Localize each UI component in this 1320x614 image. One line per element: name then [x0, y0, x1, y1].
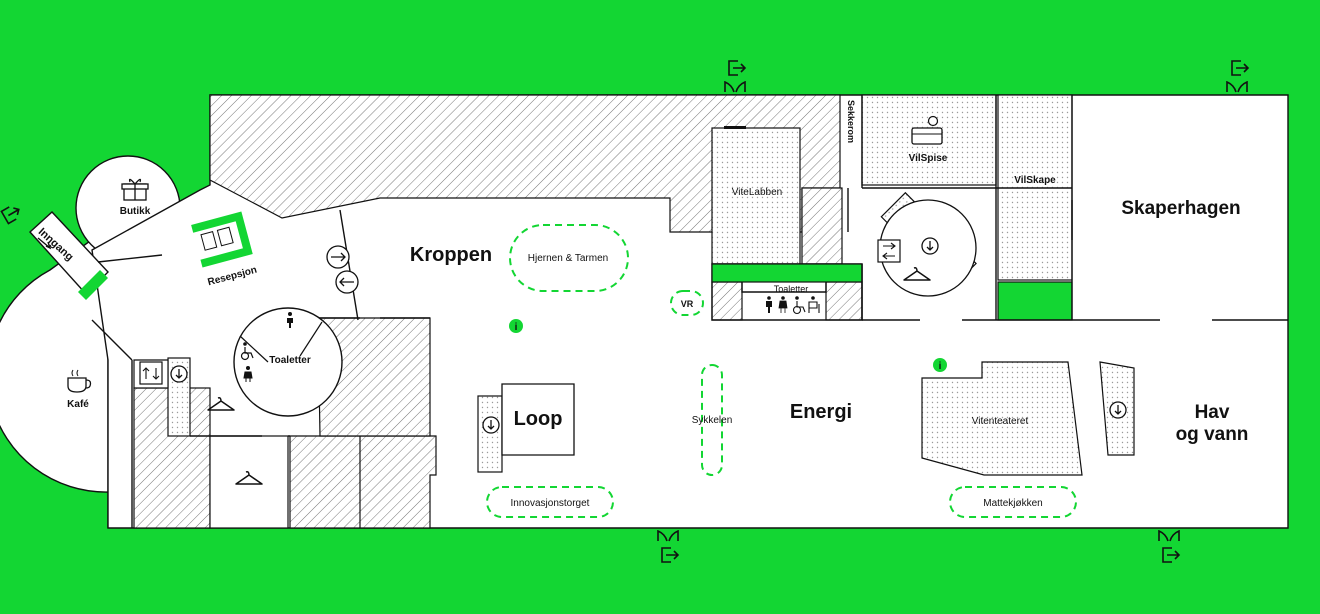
- stairs-down-icon: [482, 416, 500, 434]
- mattekjokken-label: Mattekjøkken: [983, 498, 1042, 509]
- vilskape-label: VilSkape: [1014, 175, 1056, 186]
- kroppen-label: Kroppen: [410, 244, 492, 266]
- vr-zone[interactable]: [670, 290, 704, 316]
- exit-icon: [1158, 530, 1180, 563]
- hav-label: Hav: [1195, 402, 1230, 423]
- kafe-area: [0, 226, 109, 528]
- vitelabben-label: ViteLabben: [732, 187, 782, 198]
- kafe-label: Kafé: [67, 399, 89, 410]
- exit-icon: [1226, 60, 1249, 93]
- vitelabben-room: [711, 127, 801, 265]
- sykkelen-label: Sykkelen: [692, 415, 733, 426]
- sykkelen-zone[interactable]: [701, 364, 723, 476]
- gift-icon: [121, 178, 149, 201]
- loop-room: [501, 383, 575, 456]
- og-vann-label: og vann: [1176, 424, 1249, 445]
- svg-text:i: i: [939, 361, 942, 372]
- stairs-down-icon: [921, 237, 939, 255]
- innovasjonstorget-label: Innovasjonstorget: [511, 498, 590, 509]
- vilspise-label: VilSpise: [909, 153, 948, 164]
- toaletter-main-room: [233, 307, 343, 417]
- stairs-down-icon: [1109, 401, 1127, 419]
- skaperhagen-label: Skaperhagen: [1121, 198, 1240, 219]
- stairs-down-icon: [170, 365, 188, 383]
- elevator-icon: [877, 239, 901, 263]
- staff-area: [209, 94, 841, 233]
- wheelchair-icon: [240, 342, 254, 361]
- exit-icon: [657, 530, 679, 563]
- person-icon: [243, 366, 253, 382]
- toaletter-main-label: Toaletter: [269, 355, 311, 366]
- exit-icon: [724, 60, 746, 93]
- butikk-label: Butikk: [120, 206, 151, 217]
- elevator-icon: [139, 361, 163, 385]
- person-icon: [287, 312, 293, 328]
- info-icon[interactable]: i: [933, 358, 947, 372]
- coffee-icon: [67, 369, 92, 393]
- hjernen-tarmen-zone[interactable]: [509, 224, 629, 292]
- toilet-icons: [766, 296, 820, 315]
- vitenteateret-label: Vitenteateret: [972, 416, 1029, 427]
- entrance-corridor: [29, 211, 109, 296]
- info-icon[interactable]: i: [509, 319, 523, 333]
- vr-label: VR: [681, 299, 694, 309]
- innovasjonstorget-zone[interactable]: [486, 486, 614, 518]
- toaletter-upper-label: Toaletter: [774, 284, 809, 294]
- loop-label: Loop: [514, 408, 563, 430]
- svg-text:i: i: [515, 322, 518, 333]
- vitenteateret-room: [921, 361, 1083, 476]
- energi-label: Energi: [790, 401, 852, 423]
- lunchbox-icon: [911, 115, 943, 145]
- resepsjon-desk: [191, 211, 253, 268]
- hjernen-tarmen-label: Hjernen & Tarmen: [528, 253, 608, 264]
- sekkerom-label: Sekkerom: [846, 100, 856, 143]
- mattekjokken-zone[interactable]: [949, 486, 1077, 518]
- exit-icon: [0, 202, 24, 225]
